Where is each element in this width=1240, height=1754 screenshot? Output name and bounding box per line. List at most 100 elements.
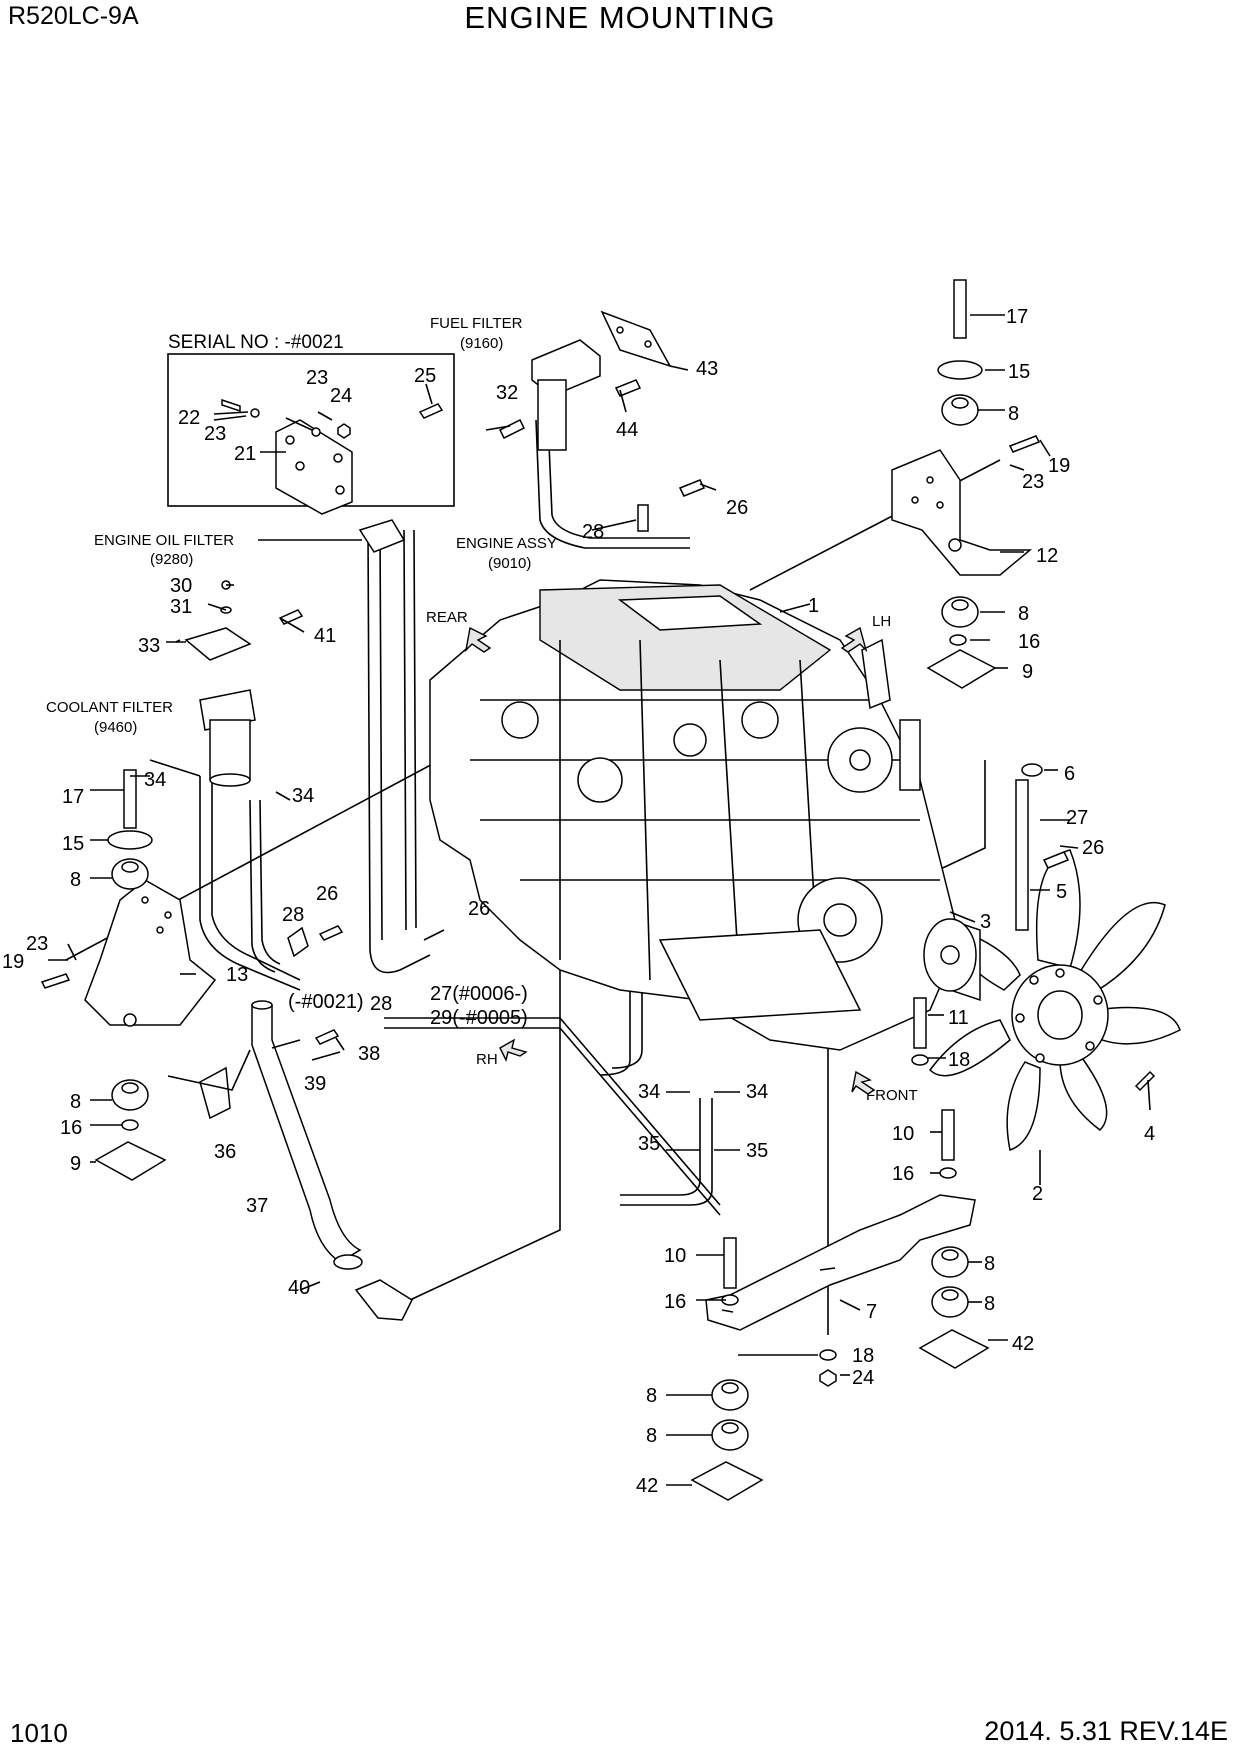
pipe-5 — [1015, 763, 1070, 931]
washers — [107, 360, 983, 1361]
callout-8: 8 — [646, 1425, 657, 1447]
inset-washer-23a — [250, 408, 260, 418]
callout-9: 9 — [1022, 661, 1033, 683]
callout-9: 9 — [70, 1153, 81, 1175]
callout-26: 26 — [726, 497, 748, 519]
callout-numbers: 17 15 8 19 23 12 8 1 16 9 6 27 26 5 3 11… — [2, 306, 1155, 1497]
callout-36: 36 — [214, 1141, 236, 1163]
inset-bolt-25 — [418, 403, 444, 419]
callout-43: 43 — [696, 358, 718, 380]
callout-15: 15 — [1008, 361, 1030, 383]
callout-8: 8 — [646, 1385, 657, 1407]
callout-42: 42 — [1012, 1333, 1034, 1355]
callout-17: 17 — [62, 786, 84, 808]
callout-23: 23 — [204, 423, 226, 445]
callout-35: 35 — [638, 1133, 660, 1155]
direction-rear: REAR — [426, 609, 468, 626]
label-engine-oil-filter-code: (9280) — [150, 551, 193, 568]
direction-front: FRONT — [866, 1087, 918, 1104]
callout-15: 15 — [62, 833, 84, 855]
rear-arrow — [464, 626, 492, 653]
callout-30: 30 — [170, 575, 192, 597]
callout-2: 2 — [1032, 1183, 1043, 1205]
direction-rh: RH — [476, 1051, 498, 1068]
callout-26: 26 — [316, 883, 338, 905]
callout-8: 8 — [1018, 603, 1029, 625]
inset-bracket — [275, 419, 353, 515]
callout-41: 41 — [314, 625, 336, 647]
label-coolant-filter: COOLANT FILTER — [46, 699, 173, 716]
serial-notes: (-#0021) 27(#0006-) 29(-#0005) — [288, 983, 528, 1029]
inset-title: SERIAL NO : -#0021 — [168, 332, 344, 353]
bracket-12 — [891, 449, 1033, 576]
callout-7: 7 — [866, 1301, 877, 1323]
callout-34: 34 — [638, 1081, 660, 1103]
support-bracket-7 — [705, 1194, 976, 1331]
note-27-serial: 27(#0006-) — [430, 983, 528, 1005]
callout-28: 28 — [582, 521, 604, 543]
callout-23: 23 — [1022, 471, 1044, 493]
label-coolant-filter-code: (9460) — [94, 719, 137, 736]
callout-33: 33 — [138, 635, 160, 657]
callout-5: 5 — [1056, 881, 1067, 903]
callout-1: 1 — [808, 595, 819, 617]
callout-3: 3 — [980, 911, 991, 933]
oil-filter-bracket — [358, 519, 406, 553]
callout-27: 27 — [1066, 807, 1088, 829]
callout-19: 19 — [1048, 455, 1070, 477]
note-serial-0021: (-#0021) — [288, 991, 364, 1013]
bracket-13 — [84, 879, 217, 1027]
label-fuel-filter-code: (9160) — [460, 335, 503, 352]
note-29-serial: 29(-#0005) — [430, 1007, 528, 1029]
direction-markers: REAR LH RH FRONT — [426, 609, 918, 1104]
bolts — [40, 279, 1156, 1387]
fan-spacer-3 — [923, 918, 981, 1002]
callout-24: 24 — [852, 1367, 874, 1389]
hoses — [199, 419, 721, 1216]
callout-32: 32 — [496, 382, 518, 404]
fuel-filter — [498, 310, 706, 532]
label-fuel-filter: FUEL FILTER — [430, 315, 523, 332]
callout-26: 26 — [468, 898, 490, 920]
callout-34: 34 — [144, 769, 166, 791]
callout-31: 31 — [170, 596, 192, 618]
callout-8: 8 — [70, 869, 81, 891]
callout-8: 8 — [984, 1293, 995, 1315]
engine-assy — [429, 579, 961, 1051]
callout-4: 4 — [1144, 1123, 1155, 1145]
assembly-labels: FUEL FILTER (9160) ENGINE OIL FILTER (92… — [46, 315, 557, 736]
front-arrow — [851, 1070, 876, 1095]
callout-6: 6 — [1064, 763, 1075, 785]
callout-26: 26 — [1082, 837, 1104, 859]
callout-34: 34 — [292, 785, 314, 807]
callout-37: 37 — [246, 1195, 268, 1217]
callout-leaders — [48, 314, 1151, 1486]
direction-lh: LH — [872, 613, 891, 630]
callout-8: 8 — [984, 1253, 995, 1275]
callout-13: 13 — [226, 964, 248, 986]
cooling-fan — [929, 849, 1181, 1151]
callout-16: 16 — [1018, 631, 1040, 653]
callout-28: 28 — [282, 904, 304, 926]
label-engine-assy: ENGINE ASSY — [456, 535, 557, 552]
callout-16: 16 — [664, 1291, 686, 1313]
callout-23: 23 — [26, 933, 48, 955]
lh-arrow — [840, 626, 868, 653]
callout-38: 38 — [358, 1043, 380, 1065]
callout-8: 8 — [70, 1091, 81, 1113]
callout-11: 11 — [948, 1007, 969, 1029]
callout-25: 25 — [414, 365, 436, 387]
coolant-filter — [184, 580, 304, 787]
callout-18: 18 — [852, 1345, 874, 1367]
page-number: 1010 — [10, 1718, 68, 1748]
callout-28: 28 — [370, 993, 392, 1015]
callout-40: 40 — [288, 1277, 310, 1299]
callout-24: 24 — [330, 385, 352, 407]
page-title: ENGINE MOUNTING — [464, 0, 776, 35]
callout-12: 12 — [1036, 545, 1058, 567]
callout-10: 10 — [892, 1123, 914, 1145]
callout-35: 35 — [746, 1140, 768, 1162]
mount-plates — [94, 649, 997, 1501]
callout-21: 21 — [234, 443, 256, 465]
